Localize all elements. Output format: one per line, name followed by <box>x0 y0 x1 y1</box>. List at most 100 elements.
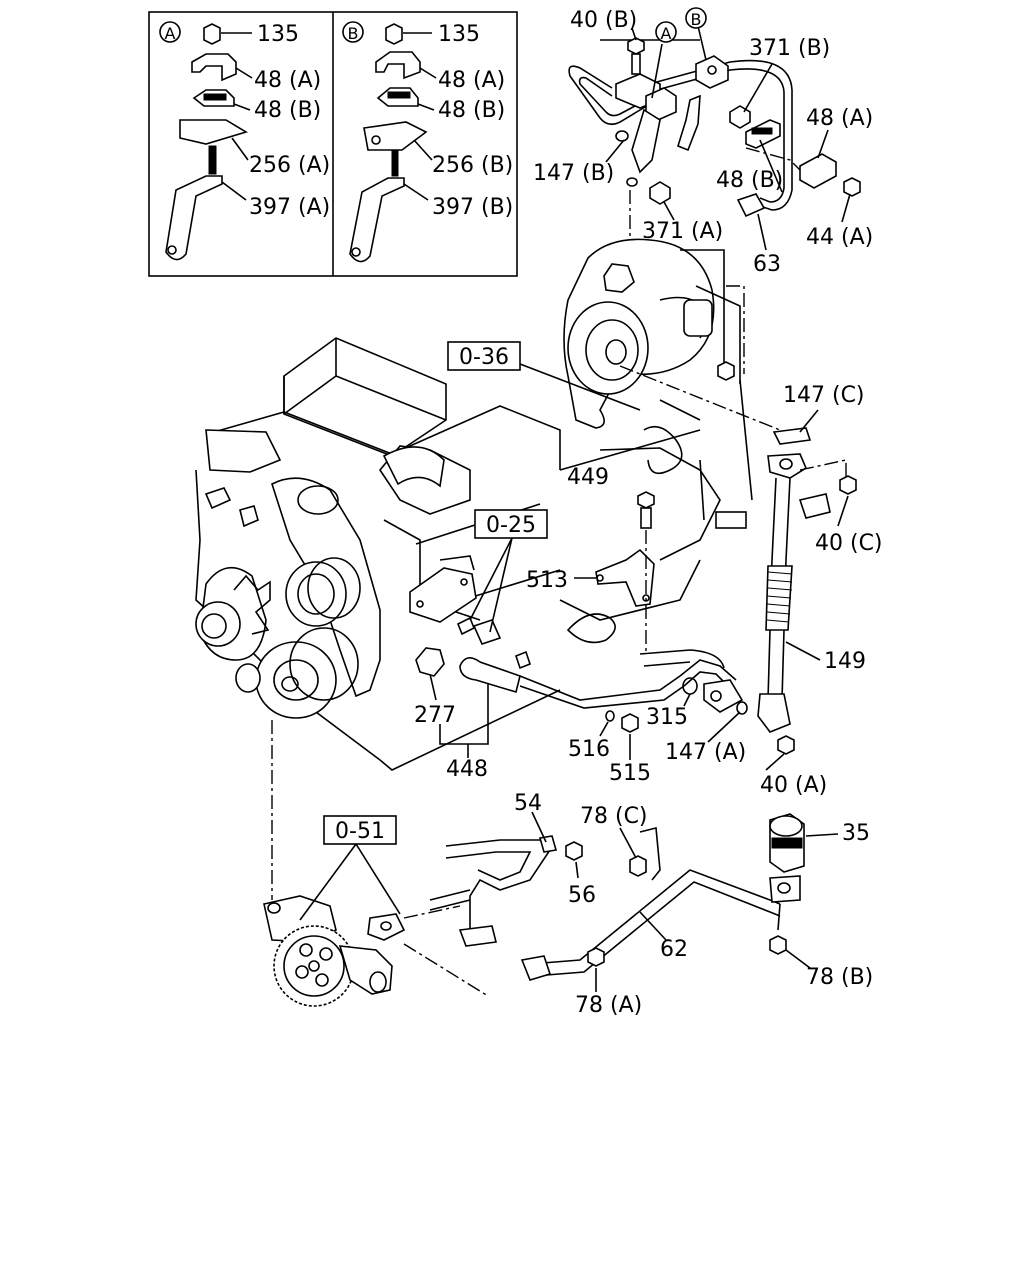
bolt-78b <box>769 935 787 955</box>
callout-62: 62 <box>660 937 688 962</box>
marker-b-circle <box>685 7 707 29</box>
bracket-b <box>695 55 729 89</box>
bolt-44a <box>843 177 861 197</box>
fan-pulley <box>285 561 347 627</box>
bracket-b-arm <box>677 94 701 152</box>
inset-a-label-256a: 256 (A) <box>249 153 330 178</box>
callout-371b: 371 (B) <box>749 36 830 61</box>
inset-b-label-48a: 48 (A) <box>438 68 505 93</box>
callout-54: 54 <box>514 791 542 816</box>
inset-a-bracket <box>165 175 223 261</box>
inset-b-label-135: 135 <box>438 22 480 47</box>
bolt-371b <box>729 105 751 129</box>
callout-147c: 147 (C) <box>783 383 865 408</box>
callout-56: 56 <box>568 883 596 908</box>
engine-block <box>195 337 753 771</box>
ref-box-0-25: 0-25 <box>486 513 536 538</box>
oil-pipe-63 <box>619 59 793 211</box>
callout-513: 513 <box>526 568 568 593</box>
ref-box-0-51: 0-51 <box>335 819 385 844</box>
inset-b-label-48b: 48 (B) <box>438 98 505 123</box>
cap-277 <box>415 647 445 677</box>
gasket-147c <box>772 427 812 445</box>
inset-a-clamp-upper <box>191 53 237 82</box>
oil-lines-middle <box>409 365 857 755</box>
nut-515 <box>621 713 639 733</box>
inset-b-bracket <box>349 177 405 263</box>
callout-48b: 48 (B) <box>716 168 783 193</box>
bolt-78c <box>629 855 647 877</box>
clamp-48a <box>799 153 837 189</box>
flange-315 <box>703 679 744 713</box>
inset-a-nut <box>203 23 221 45</box>
oil-pipe-315 <box>519 659 737 701</box>
inset-a: A 135 48 (A) 48 (B) 256 (A) 397 (A) <box>159 21 330 261</box>
ref-box-0-36: 0-36 <box>459 345 509 370</box>
callout-315: 315 <box>646 705 688 730</box>
bolt-56 <box>565 841 583 861</box>
callout-40b: 40 (B) <box>570 8 637 33</box>
reference-boxes: 0-36 0-25 0-51 <box>323 341 548 845</box>
callout-449: 449 <box>567 465 609 490</box>
flange-149-top <box>767 453 808 479</box>
inset-panels: A 135 48 (A) 48 (B) 256 (A) 397 (A) <box>148 11 518 277</box>
marker-a-circle <box>655 21 677 43</box>
callout-448: 448 <box>446 757 488 782</box>
washer-516 <box>605 710 615 722</box>
inset-b-marker: B <box>348 24 359 43</box>
callout-40c: 40 (C) <box>815 531 883 556</box>
union-fitting <box>472 619 502 645</box>
inset-b-label-397b: 397 (B) <box>432 195 513 220</box>
callout-44a: 44 (A) <box>806 225 873 250</box>
inset-a-label-48b: 48 (B) <box>254 98 321 123</box>
oil-pipe-upper-loop <box>568 65 651 126</box>
bolt-449 <box>637 491 655 509</box>
hose-448 <box>459 657 521 694</box>
top-assembly <box>568 37 861 374</box>
leader-lines <box>299 25 851 992</box>
callout-35: 35 <box>842 821 870 846</box>
inset-b-marker-circle <box>342 21 364 43</box>
pipe-fitting-63 <box>736 193 766 218</box>
gasket-147a <box>736 701 748 715</box>
callout-78b: 78 (B) <box>806 965 873 990</box>
ref-box-0-25-frame <box>474 509 548 539</box>
callout-40a: 40 (A) <box>760 773 827 798</box>
inset-a-label-397a: 397 (A) <box>249 195 330 220</box>
inset-a-label-48a: 48 (A) <box>254 68 321 93</box>
bolt-40c <box>839 475 857 495</box>
inset-b-clamp-upper <box>375 51 421 80</box>
marker-a: A <box>661 24 672 43</box>
oil-pump-gear <box>273 925 355 1007</box>
bolt-40a <box>777 735 795 755</box>
turbo-compressor-inlet <box>567 301 649 395</box>
inset-a-marker: A <box>165 24 176 43</box>
inset-b: B 135 48 (A) 48 (B) 256 (B) 397 (B) <box>342 21 513 263</box>
oil-filter-flange <box>409 567 477 623</box>
callout-277: 277 <box>414 703 456 728</box>
callout-515: 515 <box>609 761 651 786</box>
callout-48a: 48 (A) <box>806 106 873 131</box>
gasket-147b <box>615 130 629 142</box>
inset-b-nut <box>385 23 403 45</box>
inset-a-marker-circle <box>159 21 181 43</box>
bolt-40b <box>627 37 645 55</box>
bracket-513 <box>595 548 655 607</box>
ref-box-0-36-frame <box>447 341 521 371</box>
callout-147b: 147 (B) <box>533 161 614 186</box>
callout-516: 516 <box>568 737 610 762</box>
pipe-54-flange <box>458 925 497 947</box>
turbocharger <box>563 238 741 475</box>
inset-a-label-135: 135 <box>257 22 299 47</box>
marker-b: B <box>691 10 702 29</box>
callout-78a: 78 (A) <box>575 993 642 1018</box>
pump-flange <box>367 913 406 941</box>
ref-box-0-51-frame <box>323 815 397 845</box>
callout-371a: 371 (A) <box>642 219 723 244</box>
bolt-78a <box>587 947 605 967</box>
bracket-a-arm <box>631 108 661 174</box>
inset-a-plate <box>179 119 248 145</box>
inset-b-label-256b: 256 (B) <box>432 153 513 178</box>
bolt-371a <box>649 181 671 205</box>
